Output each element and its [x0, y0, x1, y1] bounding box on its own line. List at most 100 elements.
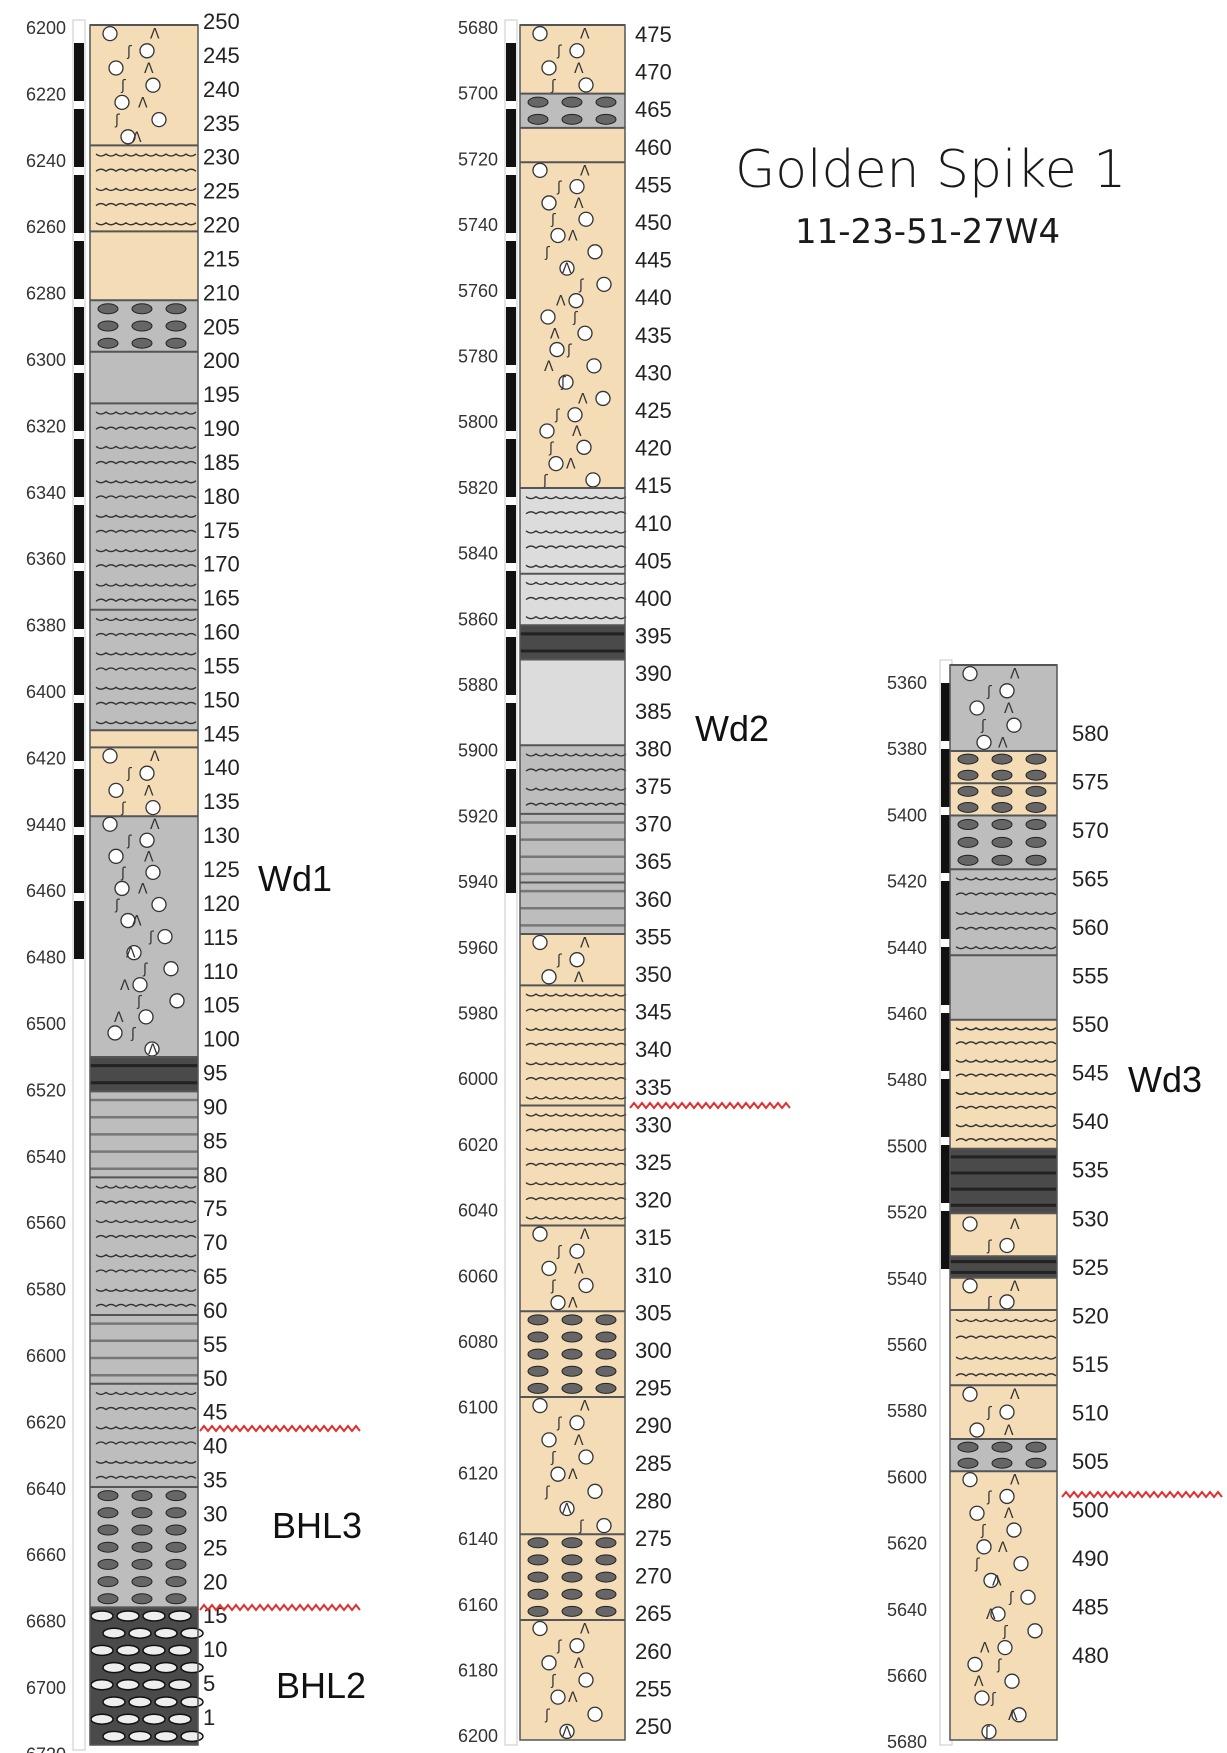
sample-number-label: 525 — [1072, 1255, 1109, 1280]
depth-label: 5980 — [458, 1004, 498, 1024]
nodule-symbol — [991, 801, 1013, 813]
nodule-symbol — [165, 1593, 187, 1605]
facies-band — [950, 955, 1057, 1020]
sample-number-label: 95 — [203, 1061, 227, 1086]
fossil-symbol: Λ — [568, 1296, 578, 1312]
shell-fossil — [569, 43, 585, 59]
nodule-symbol — [991, 836, 1013, 848]
shell-fossil — [569, 1243, 585, 1259]
nodule-symbol — [97, 320, 119, 332]
sample-number-label: 380 — [635, 736, 672, 761]
wavy-lamination — [95, 495, 197, 499]
depth-label: 5580 — [887, 1401, 927, 1421]
wavy-lamination — [955, 1091, 1057, 1095]
nodule-symbol — [561, 1571, 583, 1583]
cobble-symbol — [90, 1644, 114, 1657]
depth-label: 6200 — [26, 18, 66, 38]
sample-number-label: 145 — [203, 721, 240, 746]
sample-number-label: 565 — [1072, 867, 1109, 892]
ruler-segment — [941, 1211, 951, 1269]
nodule-symbol — [165, 303, 187, 315]
fossil-symbol: Λ — [580, 27, 590, 43]
depth-label: 5520 — [887, 1203, 927, 1223]
shell-fossil — [587, 1706, 603, 1722]
shell-fossil — [962, 1471, 978, 1488]
shell-fossil — [587, 1483, 603, 1499]
nodule-symbol — [131, 1576, 153, 1588]
nodule-symbol — [131, 1490, 153, 1502]
fossil-symbol: Λ — [1010, 1217, 1020, 1233]
shell-fossil — [108, 60, 124, 76]
depth-label: 5720 — [458, 149, 498, 169]
nodule-symbol — [991, 1441, 1013, 1453]
depth-label: 6000 — [458, 1069, 498, 1089]
sample-number-label: 130 — [203, 823, 240, 848]
wavy-lamination — [95, 411, 197, 415]
sample-number-label: 40 — [203, 1434, 227, 1459]
ruler-segment — [506, 175, 516, 233]
nodule-symbol — [131, 1558, 153, 1570]
shell-fossil — [569, 1638, 585, 1654]
fossil-symbol: Λ — [1004, 1423, 1014, 1439]
depth-label: 6460 — [26, 881, 66, 901]
nodule-symbol — [1025, 785, 1047, 797]
wavy-lamination — [95, 1460, 197, 1464]
unit-label-wd3: Wd3 — [1128, 1059, 1203, 1100]
depth-label: 6380 — [26, 616, 66, 636]
nodule-symbol — [991, 854, 1013, 866]
cobble-symbol — [168, 1679, 192, 1691]
shell-fossil — [1004, 1673, 1020, 1689]
shell-fossil — [1013, 1555, 1029, 1572]
fossil-symbol: Λ — [578, 391, 588, 407]
fossil-symbol: Λ — [138, 881, 148, 897]
shell-fossil — [540, 309, 556, 325]
ruler-segment — [506, 703, 516, 761]
wavy-lamination — [525, 511, 627, 515]
cobble-symbol — [154, 1661, 178, 1674]
sample-number-label: 135 — [203, 789, 240, 814]
wavy-lamination — [955, 1335, 1057, 1340]
sample-number-label: 220 — [203, 213, 240, 238]
nodule-symbol — [165, 337, 187, 349]
sample-number-label: 230 — [203, 145, 240, 170]
wavy-lamination — [95, 426, 197, 431]
sample-number-label: 160 — [203, 620, 240, 645]
nodule-symbol — [1025, 753, 1047, 765]
fossil-symbol: ʃ — [556, 1416, 562, 1432]
wavy-lamination — [95, 617, 197, 622]
wavy-lamination — [525, 495, 627, 500]
cobble-symbol — [142, 1713, 166, 1725]
fossil-symbol: ʃ — [996, 1657, 1002, 1673]
wavy-lamination — [95, 1219, 197, 1224]
fossil-symbol: ʃ — [544, 1484, 550, 1500]
facies-band — [90, 1383, 198, 1487]
sample-number-label: 210 — [203, 280, 240, 305]
fossil-symbol: Λ — [1008, 1708, 1018, 1724]
depth-label: 6520 — [26, 1080, 66, 1100]
depth-label: 6480 — [26, 948, 66, 968]
depth-label: 5860 — [458, 609, 498, 629]
depth-label: 6560 — [26, 1213, 66, 1233]
wavy-lamination — [95, 514, 197, 518]
sample-number-label: 400 — [635, 586, 672, 611]
shell-fossil — [578, 211, 594, 227]
ruler-segment — [74, 373, 84, 431]
fossil-symbol: ʃ — [126, 766, 132, 782]
shell-fossil — [1006, 1522, 1022, 1538]
fossil-symbol: Λ — [568, 229, 578, 245]
fossil-symbol: ʃ — [120, 865, 126, 881]
cobble-symbol — [154, 1730, 178, 1743]
sample-number-label: 305 — [635, 1300, 672, 1325]
wavy-lamination — [525, 1162, 627, 1167]
sample-number-label: 485 — [1072, 1594, 1109, 1619]
cobble-symbol — [128, 1730, 152, 1743]
well-title: Golden Spike 1 — [735, 140, 1127, 200]
sample-number-label: 295 — [635, 1376, 672, 1401]
nodule-symbol — [97, 303, 119, 315]
nodule-symbol — [165, 1490, 187, 1502]
shell-fossil — [962, 1278, 978, 1294]
nodule-symbol — [131, 1507, 153, 1519]
fossil-symbol: Λ — [574, 196, 584, 212]
sample-number-label: 440 — [635, 285, 672, 310]
